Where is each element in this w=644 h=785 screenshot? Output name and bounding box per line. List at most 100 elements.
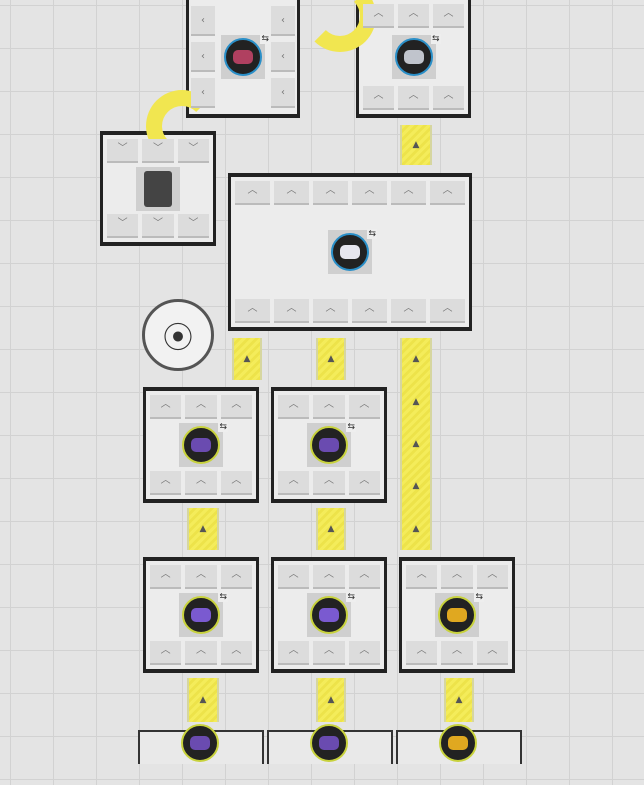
port-slot[interactable]: ︿: [398, 86, 429, 110]
port-slot[interactable]: ︿: [406, 641, 438, 665]
port-slot[interactable]: ︿: [220, 471, 252, 495]
port-slot[interactable]: ︿: [352, 299, 387, 323]
port-slot[interactable]: ︿: [278, 471, 310, 495]
conveyor-belt[interactable]: ▲: [187, 508, 219, 550]
machine-m5[interactable]: ︿︿︿︿︿︿⇆: [143, 387, 259, 503]
conveyor-belt[interactable]: ▲: [316, 338, 346, 380]
port-slot[interactable]: ︿: [150, 565, 182, 589]
port-slot[interactable]: ︿: [313, 565, 345, 589]
port-slot[interactable]: ‹: [191, 42, 215, 72]
machine-m2[interactable]: ︿︿︿︿︿︿⇆: [356, 0, 471, 118]
purple-ore-icon[interactable]: ⇆: [310, 422, 356, 464]
machine-m6[interactable]: ︿︿︿︿︿︿⇆: [271, 387, 387, 503]
port-slot[interactable]: ︿: [391, 181, 426, 205]
port-slot[interactable]: ︿: [476, 641, 508, 665]
purple-crystal-icon[interactable]: ⇆: [310, 592, 356, 634]
port-slot[interactable]: ︿: [235, 181, 270, 205]
purple-ore-icon-glyph: [319, 438, 339, 452]
purple-ore-icon[interactable]: ⇆: [182, 422, 228, 464]
radar-tower-icon[interactable]: ⦿: [142, 299, 214, 371]
machine-m1[interactable]: ‹‹‹‹‹‹⇆: [186, 0, 300, 118]
port-slot[interactable]: ︿: [278, 395, 310, 419]
belt-arrow-icon: ▲: [412, 354, 420, 365]
machine-m8[interactable]: ︿︿︿︿︿︿⇆: [271, 557, 387, 673]
port-slot[interactable]: ︿: [220, 395, 252, 419]
purple-crystal-icon[interactable]: ⇆: [182, 592, 228, 634]
port-slot[interactable]: ︿: [185, 471, 217, 495]
port-slot[interactable]: ︿: [278, 641, 310, 665]
port-slot[interactable]: ‹: [191, 78, 215, 108]
port-slot[interactable]: ︿: [348, 471, 380, 495]
port-slot[interactable]: ﹀: [142, 139, 174, 163]
port-slot[interactable]: ︿: [430, 299, 465, 323]
machine-m7[interactable]: ︿︿︿︿︿︿⇆: [143, 557, 259, 673]
port-slot[interactable]: ︿: [348, 395, 380, 419]
swap-recipe-icon[interactable]: ⇆: [218, 592, 228, 602]
port-slot[interactable]: ︿: [348, 565, 380, 589]
port-slot[interactable]: ﹀: [107, 214, 139, 238]
port-slot[interactable]: ︿: [406, 565, 438, 589]
port-slot[interactable]: ︿: [398, 4, 429, 28]
port-slot[interactable]: ﹀: [142, 214, 174, 238]
conveyor-belt[interactable]: ▲: [400, 125, 432, 165]
gold-ore-icon[interactable]: ⇆: [438, 592, 484, 634]
port-slot[interactable]: ︿: [150, 395, 182, 419]
port-slot[interactable]: ﹀: [177, 214, 209, 238]
circuit-board-icon[interactable]: ⇆: [224, 34, 270, 76]
port-slot[interactable]: ︿: [391, 299, 426, 323]
port-slot[interactable]: ︿: [313, 471, 345, 495]
cube-icon[interactable]: ⇆: [331, 229, 377, 271]
port-slot[interactable]: ︿: [278, 565, 310, 589]
port-slot[interactable]: ︿: [150, 641, 182, 665]
swap-recipe-icon[interactable]: ⇆: [346, 592, 356, 602]
port-slot[interactable]: ︿: [150, 471, 182, 495]
port-slot[interactable]: ︿: [313, 299, 348, 323]
port-slot[interactable]: ︿: [185, 565, 217, 589]
port-slot[interactable]: ︿: [433, 4, 464, 28]
port-slot[interactable]: ︿: [235, 299, 270, 323]
conveyor-belt[interactable]: ▲: [232, 338, 262, 380]
port-slot[interactable]: ︿: [185, 395, 217, 419]
port-slot[interactable]: ‹: [271, 6, 295, 36]
swap-recipe-icon[interactable]: ⇆: [346, 422, 356, 432]
gold-ore-icon[interactable]: [439, 724, 477, 762]
port-slot[interactable]: ﹀: [107, 139, 139, 163]
machine-m9[interactable]: ︿︿︿︿︿︿⇆: [399, 557, 515, 673]
machine-m3[interactable]: ﹀﹀﹀﹀﹀﹀: [100, 131, 216, 246]
port-slot[interactable]: ︿: [441, 565, 473, 589]
conveyor-belt[interactable]: ▲: [316, 508, 346, 550]
port-slot[interactable]: ︿: [185, 641, 217, 665]
conveyor-belt[interactable]: ▲▲▲▲▲: [400, 338, 432, 550]
purple-ore-icon[interactable]: [181, 724, 219, 762]
port-slot[interactable]: ‹: [271, 78, 295, 108]
conveyor-belt[interactable]: ▲: [187, 678, 219, 722]
port-slot[interactable]: ︿: [352, 181, 387, 205]
port-slot[interactable]: ︿: [363, 86, 394, 110]
swap-recipe-icon[interactable]: ⇆: [474, 592, 484, 602]
port-slot[interactable]: ︿: [274, 181, 309, 205]
port-slot[interactable]: ﹀: [177, 139, 209, 163]
swap-recipe-icon[interactable]: ⇆: [367, 229, 377, 239]
machine-m4[interactable]: ︿︿︿︿︿︿︿︿︿︿︿︿⇆: [228, 173, 472, 331]
conveyor-belt[interactable]: ▲: [444, 678, 474, 722]
port-slot[interactable]: ︿: [441, 641, 473, 665]
port-slot[interactable]: ︿: [313, 395, 345, 419]
conveyor-belt[interactable]: ▲: [316, 678, 346, 722]
port-slot[interactable]: ︿: [313, 181, 348, 205]
port-slot[interactable]: ︿: [220, 565, 252, 589]
swap-recipe-icon[interactable]: ⇆: [218, 422, 228, 432]
port-slot[interactable]: ‹: [191, 6, 215, 36]
port-slot[interactable]: ︿: [363, 4, 394, 28]
port-slot[interactable]: ︿: [313, 641, 345, 665]
port-slot[interactable]: ︿: [220, 641, 252, 665]
purple-ore-icon[interactable]: [310, 724, 348, 762]
wire-bundle-icon[interactable]: ⇆: [394, 34, 441, 76]
port-slot[interactable]: ︿: [430, 181, 465, 205]
port-slot[interactable]: ︿: [476, 565, 508, 589]
port-slot[interactable]: ︿: [274, 299, 309, 323]
port-slot[interactable]: ︿: [433, 86, 464, 110]
port-slot[interactable]: ‹: [271, 42, 295, 72]
swap-recipe-icon[interactable]: ⇆: [260, 34, 270, 44]
swap-recipe-icon[interactable]: ⇆: [430, 34, 441, 44]
port-slot[interactable]: ︿: [348, 641, 380, 665]
